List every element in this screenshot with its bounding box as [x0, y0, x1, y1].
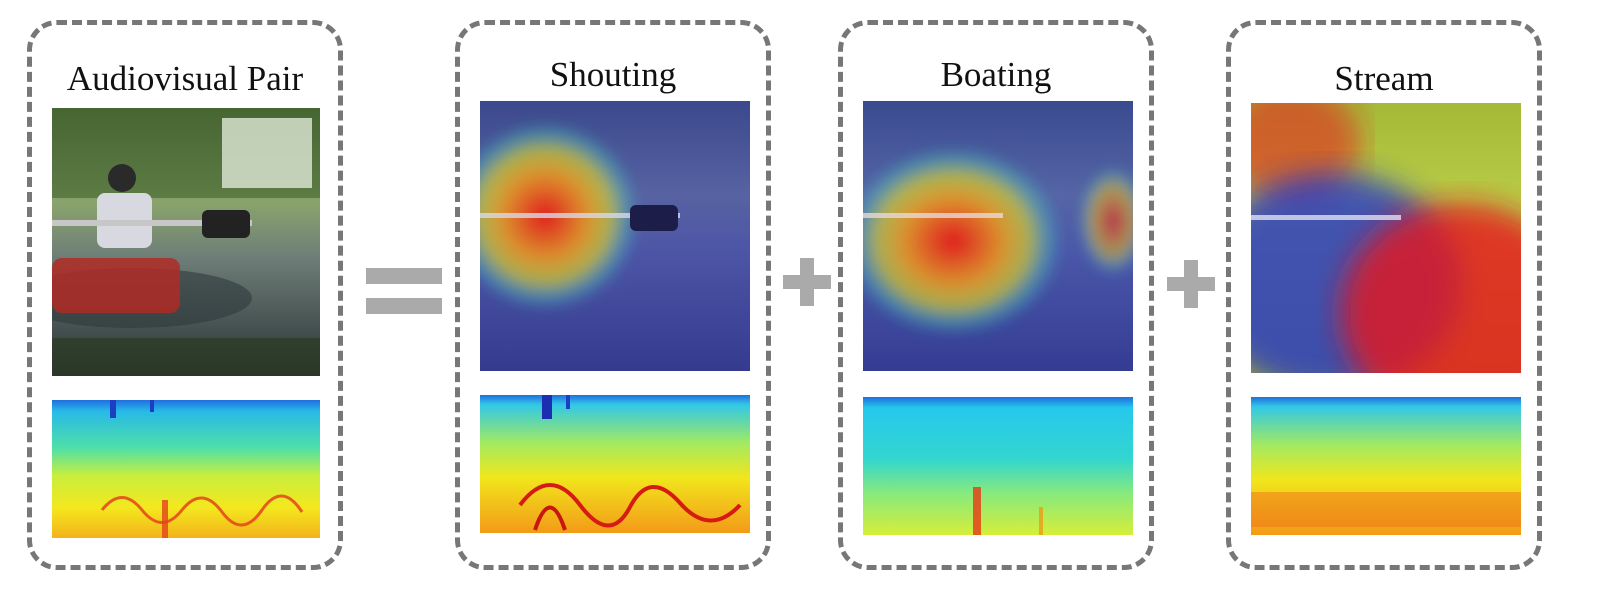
spectrogram-image	[863, 397, 1133, 535]
panel-stream: Stream	[1226, 20, 1542, 570]
spectrogram-image	[52, 400, 320, 538]
heatmap-image	[480, 101, 750, 371]
equals-operator-icon	[366, 268, 442, 316]
panel-shouting: Shouting	[455, 20, 771, 570]
video-frame-image	[52, 108, 320, 376]
panel-title: Stream	[1334, 59, 1434, 98]
plus-operator-icon	[1167, 260, 1215, 308]
panel-title: Shouting	[549, 55, 677, 94]
heatmap-image	[863, 101, 1133, 371]
plus-operator-icon	[783, 258, 831, 306]
panel-audiovisual-pair: Audiovisual Pair	[27, 20, 343, 570]
spectrogram-image	[1251, 397, 1521, 535]
panel-title: Boating	[940, 55, 1052, 94]
panel-boating: Boating	[838, 20, 1154, 570]
spectrogram-image	[480, 395, 750, 533]
panel-title: Audiovisual Pair	[66, 59, 304, 98]
heatmap-image	[1251, 103, 1521, 373]
